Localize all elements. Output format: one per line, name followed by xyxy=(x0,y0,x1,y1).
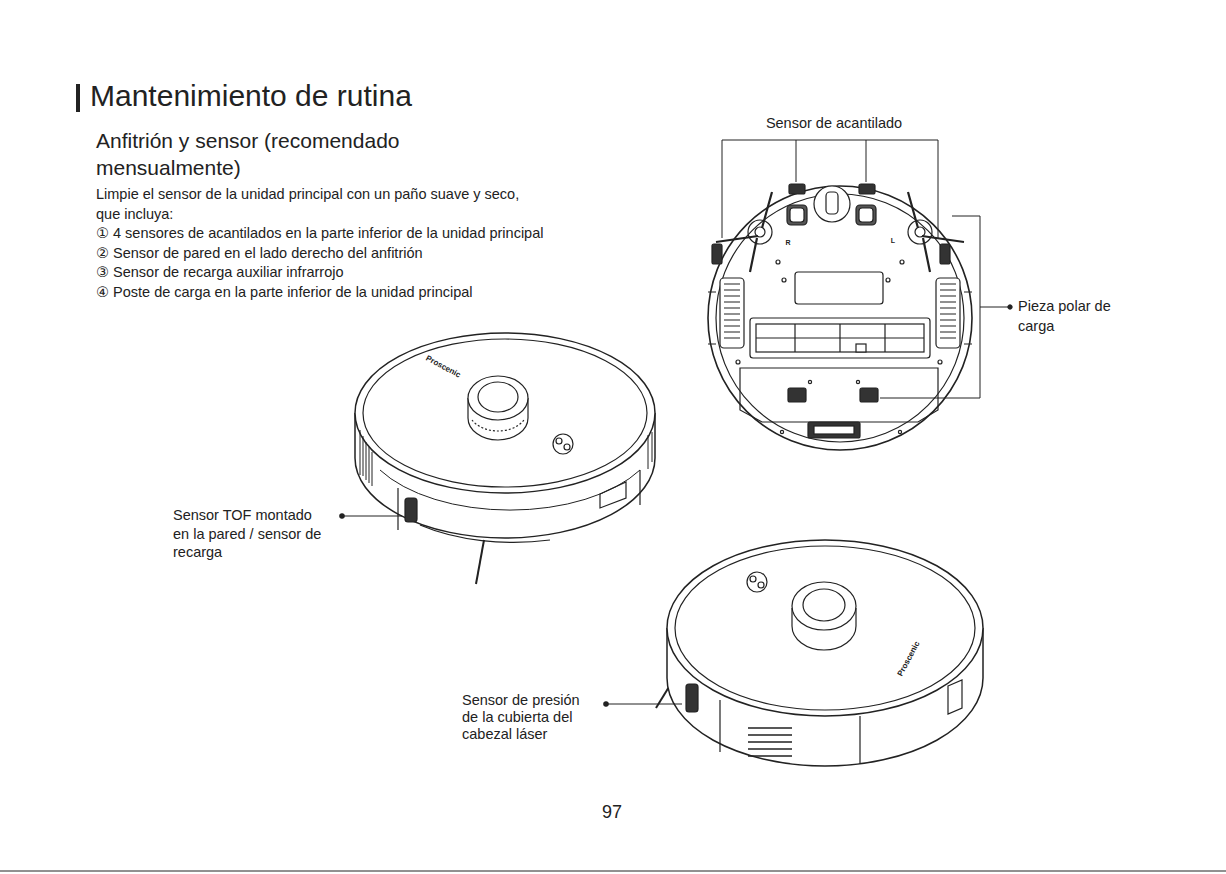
list-item: ③ Sensor de recarga auxiliar infrarrojo xyxy=(96,263,686,283)
part-label: Pieza polar de carga xyxy=(1018,297,1140,336)
body-text: Limpie el sensor de la unidad principal … xyxy=(96,185,536,224)
robot-front-view-part xyxy=(360,430,372,486)
robot-bottom-view-part xyxy=(790,208,804,222)
robot-bottom-view-part xyxy=(856,205,876,225)
robot-rear-view-part xyxy=(758,582,764,588)
robot-front-view-part xyxy=(468,376,528,420)
robot-bottom-view-part xyxy=(720,278,744,348)
robot-bottom-view-part xyxy=(859,208,873,222)
robot-bottom-view-part xyxy=(940,244,950,264)
robot-rear-view-part xyxy=(750,576,756,582)
robot-rear-view-part xyxy=(606,704,682,705)
title-bar xyxy=(76,84,80,112)
robot-bottom-view-part xyxy=(886,278,890,282)
robot-rear-view-part xyxy=(720,700,860,764)
robot-rear-view-part xyxy=(948,680,962,714)
part-label: Sensor TOF montado en la pared / sensor … xyxy=(173,506,323,562)
robot-bottom-view-part xyxy=(740,368,938,422)
page-title: Mantenimiento de rutina xyxy=(90,78,412,114)
robot-front-view-part xyxy=(425,470,640,528)
part-label: Sensor de presión de la cubierta del cab… xyxy=(462,692,594,743)
robot-rear-view-part xyxy=(675,546,975,710)
robot-bottom-view-part xyxy=(938,360,942,364)
robot-bottom-view-part xyxy=(736,360,740,364)
page-rule xyxy=(0,871,1226,872)
cliff-sensor-leader-part xyxy=(722,140,938,238)
robot-front-view-part xyxy=(556,438,562,444)
robot-front-view-part xyxy=(340,514,344,518)
side-mark: R xyxy=(783,238,793,247)
side-mark: L xyxy=(888,236,898,245)
list-item: ② Sensor de pared en el lado derecho del… xyxy=(96,244,686,264)
charging-pole-leader-part xyxy=(1008,305,1012,309)
robot-bottom-view-part xyxy=(908,220,932,244)
robot-front-view-part xyxy=(553,434,573,454)
robot-rear-view-part xyxy=(748,728,792,756)
robot-front-view-part xyxy=(648,432,652,469)
robot-bottom-view-part xyxy=(756,324,924,352)
charging-pole-leader-part xyxy=(880,216,1010,398)
robot-bottom-view-part xyxy=(750,318,930,358)
robot-bottom-view-part xyxy=(708,186,972,450)
robot-bottom-view-part xyxy=(788,388,806,402)
robot-bottom-view-part xyxy=(826,192,838,214)
robot-front-view-part xyxy=(476,540,484,584)
robot-front-view-part xyxy=(342,516,402,517)
list-item: ① 4 sensores de acantilados en la parte … xyxy=(96,224,686,244)
robot-rear-view-part xyxy=(747,572,767,592)
robot-front-view-part xyxy=(420,525,550,542)
robot-bottom-view-part xyxy=(940,284,956,338)
robot-front-view-part xyxy=(355,333,655,493)
robot-bottom-view-part xyxy=(814,426,854,434)
robot-front-view xyxy=(340,333,655,584)
robot-bottom-view-part xyxy=(756,324,924,352)
robot-front-view-part xyxy=(363,339,647,487)
robot-bottom-view-part xyxy=(795,272,883,304)
cliff-sensor-leader xyxy=(722,140,938,238)
robot-rear-view-part xyxy=(803,589,845,621)
robot-front-view-part xyxy=(564,444,570,450)
robot-bottom-view-part xyxy=(936,278,960,348)
robot-rear-view-part xyxy=(686,684,698,712)
robot-bottom-view-part xyxy=(814,186,850,222)
charging-pole-leader xyxy=(880,216,1012,398)
robot-bottom-view-part xyxy=(782,278,786,282)
robot-bottom-view-part xyxy=(712,244,722,264)
robot-bottom-view-part xyxy=(787,205,807,225)
robot-bottom-view-part xyxy=(856,344,866,352)
robot-bottom-view-part xyxy=(900,260,904,264)
robot-bottom-view-part xyxy=(716,192,772,272)
robot-bottom-view-part xyxy=(856,380,859,383)
robot-bottom-view-part xyxy=(748,220,772,244)
robot-front-view-part xyxy=(380,470,640,510)
part-label: Sensor de acantilado xyxy=(734,114,934,134)
robot-bottom-view-part xyxy=(789,184,805,194)
robot-bottom-view-part xyxy=(898,430,901,433)
robot-rear-view-part xyxy=(604,702,608,706)
robot-bottom-view-part xyxy=(859,184,875,194)
robot-front-view-part xyxy=(472,420,524,431)
robot-bottom-view-part xyxy=(716,194,964,442)
robot-bottom-view-part xyxy=(776,260,780,264)
robot-bottom-view-part xyxy=(908,192,964,272)
robot-rear-view-part xyxy=(667,540,983,716)
robot-bottom-view-part xyxy=(780,430,783,433)
robot-front-view-part xyxy=(478,382,518,412)
robot-bottom-view-part xyxy=(724,284,740,338)
page-number: 97 xyxy=(582,801,642,823)
robot-rear-view xyxy=(604,540,983,766)
robot-front-view-part xyxy=(600,482,626,508)
robot-front-view-part xyxy=(398,470,640,530)
robot-bottom-view-part xyxy=(808,380,811,383)
list-item: ④ Poste de carga en la parte inferior de… xyxy=(96,283,686,303)
robot-bottom-view xyxy=(708,184,972,450)
robot-bottom-view-part xyxy=(860,388,878,402)
robot-front-view-part xyxy=(405,498,417,522)
robot-rear-view-part xyxy=(792,582,856,630)
section-heading: Anfitrión y sensor (recomendado mensualm… xyxy=(96,127,426,181)
robot-bottom-view-part xyxy=(808,422,860,438)
